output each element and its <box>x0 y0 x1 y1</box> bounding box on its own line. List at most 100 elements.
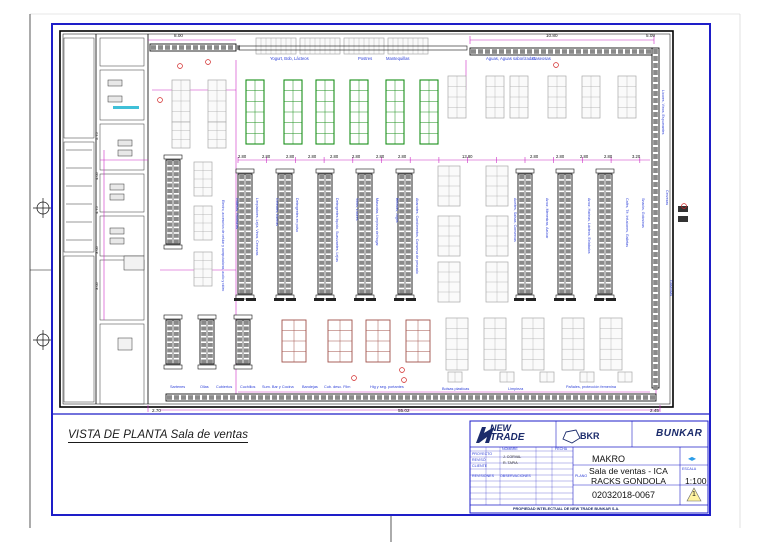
rack-bottom-1-r3 <box>208 337 213 342</box>
rack-main-0-l12 <box>239 243 244 248</box>
perimeter-top-left-c1 <box>158 45 163 50</box>
rack-main-4-r11 <box>406 237 411 242</box>
rack-left-long-l3 <box>167 177 172 182</box>
rack-main-5-cap <box>515 294 535 300</box>
perimeter-bottom-c8 <box>223 395 228 400</box>
rack-main-0-r12 <box>246 243 251 248</box>
rack-bottom-1-l7 <box>201 359 206 364</box>
service-fixture-6 <box>109 227 125 235</box>
rack-main-0-l9 <box>239 226 244 231</box>
registration-mark-top <box>33 198 53 218</box>
rack-main-3-l1 <box>359 180 364 185</box>
perimeter-bottom-c12 <box>251 395 256 400</box>
rack-left-long-r10 <box>174 217 179 221</box>
service-fixture-4 <box>109 183 125 191</box>
rack-main-0-r17 <box>246 272 251 277</box>
perimeter-top-right-c2 <box>485 49 490 54</box>
service-room-1 <box>99 69 145 121</box>
rack-main-4-l16 <box>399 266 404 271</box>
drawn-by: J. CORVAL <box>503 455 522 459</box>
aisle-label-0: Limpiadores, Lejía, Vinos, Cervezas <box>255 198 259 256</box>
rack-main-7-cap <box>595 294 615 300</box>
top-label-3: Aguas, Aguas saborizadas <box>486 56 536 61</box>
bkr-logo-text: BKR <box>580 431 600 441</box>
rack-bottom-2-r1 <box>244 326 249 331</box>
perimeter-right-c34 <box>653 287 658 292</box>
bottom-dim-2: 2.45 <box>650 408 659 413</box>
perimeter-right-c11 <box>653 126 658 131</box>
rack-main-2-r3 <box>326 192 331 197</box>
perimeter-bottom-c29 <box>370 395 375 400</box>
rack-left-long-r5 <box>174 189 179 193</box>
rack-main-1-l4 <box>279 197 284 202</box>
service-fixture-2 <box>117 139 133 147</box>
rack-main-2-l12 <box>319 243 324 248</box>
rack-main-5-r1 <box>526 180 531 185</box>
rack-main-4-l14 <box>399 255 404 260</box>
rack-main-0-r1 <box>246 180 251 185</box>
perimeter-right-c16 <box>653 161 658 166</box>
rack-main-4-r3 <box>406 192 411 197</box>
perimeter-bottom-c63 <box>608 395 613 400</box>
rack-main-4-r7 <box>406 215 411 220</box>
rack-main-4-l6 <box>399 209 404 214</box>
rack-main-7-l13 <box>599 249 604 254</box>
rack-main-6-r16 <box>566 266 571 271</box>
rack-main-4-r16 <box>406 266 411 271</box>
perimeter-right-c6 <box>653 91 658 96</box>
bottom-label-7: Hig y seg. portantes <box>370 385 404 389</box>
rack-main-0-r15 <box>246 260 251 265</box>
rack-main-7-l4 <box>599 197 604 202</box>
perimeter-right-c46 <box>653 371 658 376</box>
rack-main-0-l0 <box>239 175 244 180</box>
rack-main-0-l1 <box>239 180 244 185</box>
perimeter-bottom-c30 <box>377 395 382 400</box>
rack-main-5-r4 <box>526 197 531 202</box>
row-dim-4: 2.80 <box>330 154 339 159</box>
rack-main-4-r10 <box>406 232 411 237</box>
perimeter-right-c1 <box>653 56 658 61</box>
perimeter-top-left-c11 <box>228 45 233 50</box>
rack-base-r-0 <box>246 298 256 301</box>
rack-main-2-l20 <box>319 289 324 294</box>
rack-main-5-r11 <box>526 237 531 242</box>
rack-main-5-r3 <box>526 192 531 197</box>
aisle-label-7: Arroz, Harinas, Lácteos, Enlatados <box>587 198 591 254</box>
rack-main-4-l13 <box>399 249 404 254</box>
rack-main-2-r11 <box>326 237 331 242</box>
rack-bottom-0-l1 <box>167 326 172 331</box>
rack-bottom-2-r4 <box>244 343 249 347</box>
perimeter-bottom-c55 <box>552 395 557 400</box>
rack-main-6-r19 <box>566 283 571 288</box>
perimeter-bottom <box>165 393 657 402</box>
rack-main-3-r12 <box>366 243 371 248</box>
rack-left-long-r11 <box>174 222 179 227</box>
perimeter-top-right-c16 <box>583 49 588 54</box>
rack-main-1-r11 <box>286 237 291 242</box>
rack-main-0-r11 <box>246 237 251 242</box>
rack-main-5-l11 <box>519 237 524 242</box>
rack-main-2-l2 <box>319 186 324 191</box>
perimeter-right-c25 <box>653 224 658 229</box>
rack-main-0-r3 <box>246 192 251 197</box>
perimeter-bottom-c16 <box>279 395 284 400</box>
rack-bottom-0-r3 <box>174 337 179 342</box>
rack-main-3-l18 <box>359 277 364 282</box>
row-dim-5: 2.80 <box>352 154 361 159</box>
rack-main-1-r18 <box>286 277 291 282</box>
perimeter-bottom-c69 <box>650 395 655 400</box>
rack-main-5-l4 <box>519 197 524 202</box>
gondola-racks <box>163 154 616 370</box>
title-field-label-2: PROYECTO <box>472 452 493 456</box>
rack-main-4-r4 <box>406 197 411 202</box>
refrigerated-units <box>245 79 439 145</box>
rack-main-5-l8 <box>519 220 524 225</box>
perimeter-top-right-c19 <box>604 49 609 54</box>
rack-main-1-cap <box>275 294 295 300</box>
rack-main-4-l8 <box>399 220 404 225</box>
perimeter-right-c30 <box>653 259 658 264</box>
perimeter-bottom-c13 <box>258 395 263 400</box>
rack-left-long-r12 <box>174 228 179 233</box>
rack-main-1-l6 <box>279 209 284 214</box>
top-label-0: Yogurt, Bob, Lácteos <box>270 56 309 61</box>
